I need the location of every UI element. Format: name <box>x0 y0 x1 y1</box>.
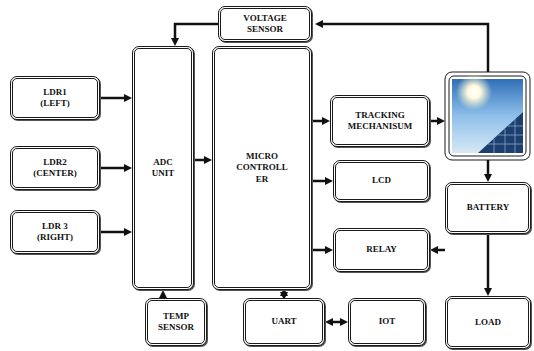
sensor-box: VOLTAGE SENSOR <box>218 6 312 42</box>
load-box: LOAD <box>445 296 531 349</box>
relay-box: RELAY <box>333 228 430 272</box>
iot-box: IOT <box>348 298 426 346</box>
connector-arrow <box>194 159 207 162</box>
node-label: UART <box>271 316 296 327</box>
node-label: TEMP SENSOR <box>152 311 200 334</box>
node-content: TEMP SENSOR <box>152 311 200 334</box>
panel-to-battery-wire <box>487 160 490 177</box>
node-label: LDR2 (CENTER) <box>29 157 81 180</box>
node-label: ADC UNIT <box>146 157 180 180</box>
node-label: VOLTAGE SENSOR <box>234 13 296 36</box>
node-content: LCD <box>372 175 391 186</box>
node-label: IOT <box>379 316 396 327</box>
connector-arrow <box>312 120 325 123</box>
solar-panel-picture <box>478 112 523 153</box>
connector-arrow <box>100 97 127 100</box>
node-label: TRACKING MECHANISUM <box>340 110 420 133</box>
node-content: TRACKING MECHANISUM <box>340 110 420 133</box>
tracking-box: TRACKING MECHANISUM <box>330 95 430 147</box>
node-content: BATTERY <box>467 202 510 213</box>
controller-box: MICRO CONTROLL ER <box>212 46 312 290</box>
adc-box: ADC UNIT <box>132 46 194 290</box>
tracking-to-panel-wire <box>430 120 440 123</box>
ldr-box: LDR 3 (RIGHT) <box>10 210 100 254</box>
node-label: LDR 3 (RIGHT) <box>34 221 76 244</box>
node-content: LDR 3 (RIGHT) <box>34 221 76 244</box>
ldr-box: LDR2 (CENTER) <box>10 146 100 190</box>
sun-picture <box>456 74 492 110</box>
node-content: LDR1 (LEFT) <box>34 87 76 110</box>
node-label: LOAD <box>475 317 501 328</box>
connector-arrow <box>312 249 328 252</box>
node-content: IOT <box>379 316 396 327</box>
battery-box: BATTERY <box>445 182 531 234</box>
node-content: RELAY <box>366 244 397 255</box>
ldr-box: LDR1 (LEFT) <box>10 76 100 120</box>
connector-arrow <box>487 234 490 291</box>
node-content: VOLTAGE SENSOR <box>234 13 296 36</box>
node-content: ADC UNIT <box>146 157 180 180</box>
node-label: RELAY <box>366 244 397 255</box>
panel-grid-line <box>505 129 506 153</box>
node-content: UART <box>271 316 296 327</box>
panel-to-voltage-wire <box>320 24 488 72</box>
connector-arrow <box>100 231 127 234</box>
panel-grid-line <box>494 139 495 153</box>
node-content: MICRO CONTROLL ER <box>233 151 291 185</box>
connector-arrow <box>330 321 343 324</box>
panel-frame-outer <box>445 72 530 160</box>
node-label: BATTERY <box>467 202 510 213</box>
connector-arrow <box>312 180 328 183</box>
node-content: LOAD <box>475 317 501 328</box>
connector-arrow <box>283 293 286 295</box>
display-box: LCD <box>333 160 430 202</box>
node-label: MICRO CONTROLL ER <box>233 151 291 185</box>
panel-grid-line <box>498 135 523 136</box>
connector-arrow <box>100 167 127 170</box>
uart-box: UART <box>243 298 325 346</box>
sensor-box: TEMP SENSOR <box>145 298 207 346</box>
panel-grid-line <box>515 119 516 153</box>
connector-arrow <box>175 24 218 41</box>
node-label: LCD <box>372 175 391 186</box>
node-content: LDR2 (CENTER) <box>29 157 81 180</box>
connector-arrow <box>435 249 445 252</box>
panel-grid-line <box>508 126 523 127</box>
panel-grid-line <box>488 144 523 145</box>
node-label: LDR1 (LEFT) <box>34 87 76 110</box>
solar-panel-grid <box>488 119 523 153</box>
